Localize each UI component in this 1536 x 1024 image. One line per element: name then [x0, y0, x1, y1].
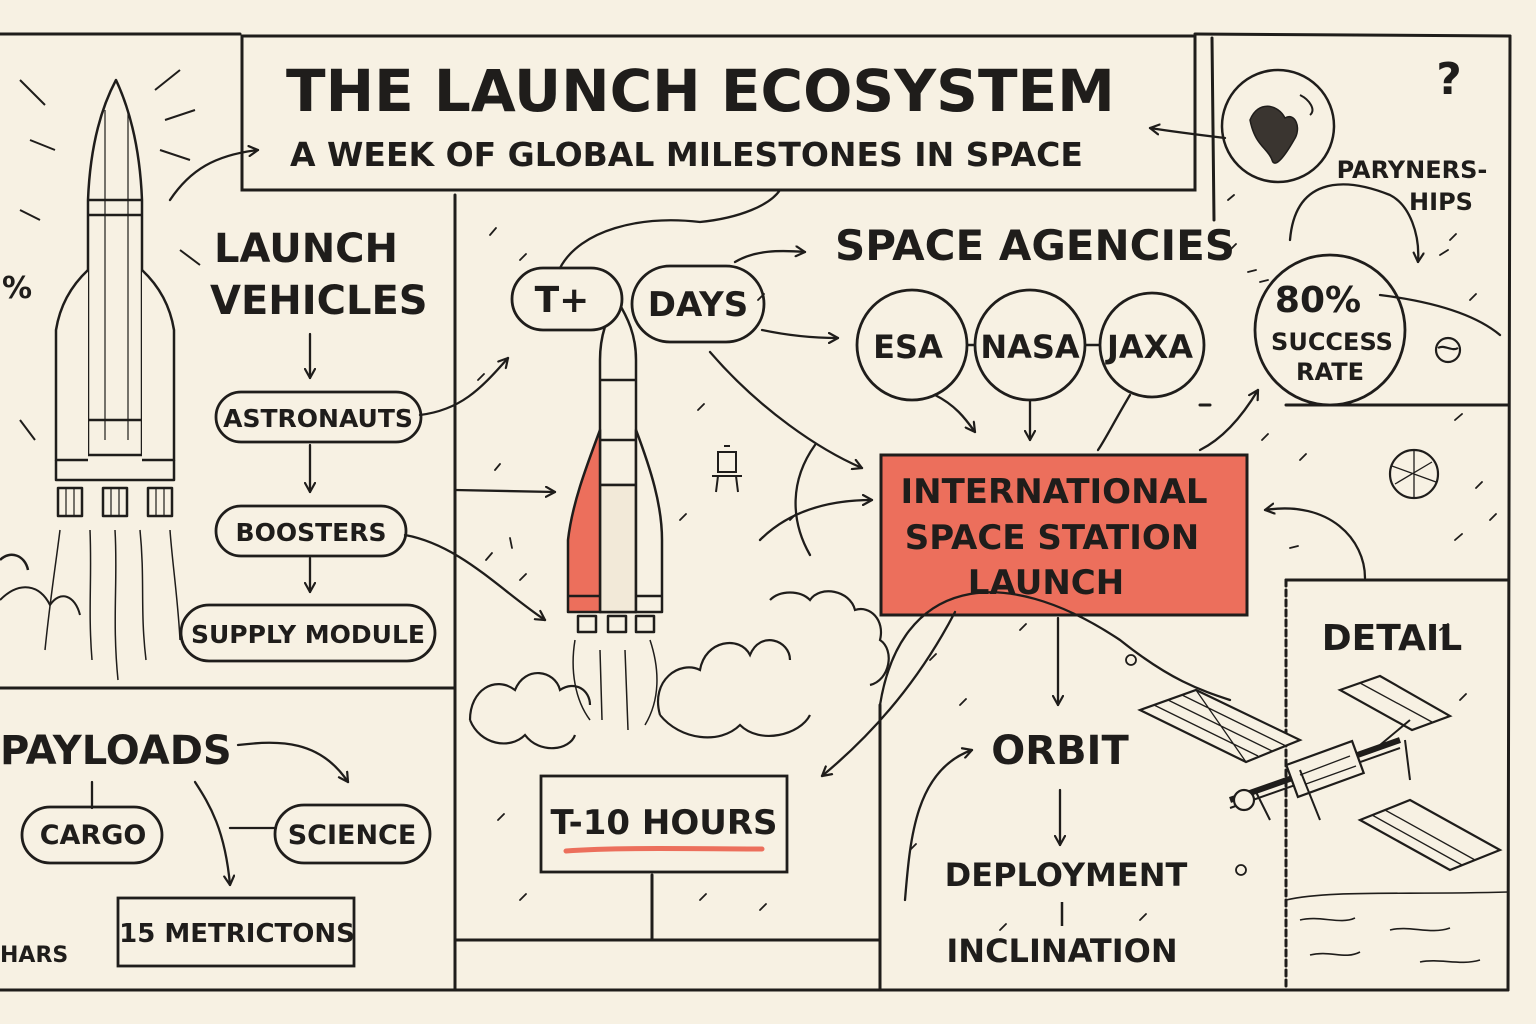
success-rate-node [1253, 253, 1407, 407]
lunar-surface [1285, 891, 1509, 964]
days-label: DAYS [648, 285, 748, 325]
t-plus-label: T+ [535, 280, 590, 321]
t-plus-node [510, 266, 624, 332]
space-agencies-section: SPACE AGENCIES ESA NASA JAXA [835, 221, 1235, 402]
tiny-astronaut-figure [712, 445, 742, 493]
payloads-section: PAYLOADS CARGO SCIENCE 15 METRICTONS HAR… [0, 728, 432, 968]
big-rocket-illustration [0, 69, 201, 681]
iss-launch-box [879, 453, 1249, 617]
title-block: THE LAUNCH ECOSYSTEM A WEEK OF GLOBAL MI… [286, 57, 1115, 174]
margin-mark: % [2, 271, 32, 306]
launch-vehicles-heading-line1: LAUNCH [214, 226, 398, 272]
countdown-label: T-10 HOURS [550, 803, 777, 843]
page-title: THE LAUNCH ECOSYSTEM [286, 57, 1115, 125]
success-rate-value: 80% [1275, 280, 1361, 321]
cargo-label: CARGO [40, 820, 147, 851]
success-rate-section: 80% SUCCESS RATE [1253, 253, 1407, 407]
mass-label: 15 METRICTONS [119, 919, 355, 949]
science-node [273, 803, 432, 865]
small-planets [1388, 336, 1462, 500]
payloads-heading: PAYLOADS [0, 728, 232, 774]
deployment-label: DEPLOYMENT [945, 856, 1188, 894]
partnerships-label-line1: PARYNERS- [1337, 156, 1488, 184]
timeline-rocket-illustration [566, 298, 664, 731]
iss-launch-line2: SPACE STATION [905, 518, 1200, 558]
orbit-section: ORBIT DEPLOYMENT INCLINATION [945, 728, 1188, 970]
payloads-edge-text: HARS [0, 943, 68, 968]
jaxa-label: JAXA [1105, 328, 1193, 366]
partnerships-label-line2: HIPS [1409, 188, 1473, 216]
esa-label: ESA [873, 328, 943, 366]
days-node [630, 264, 766, 344]
mass-box [116, 896, 356, 968]
globe-illustration [1220, 68, 1336, 184]
launch-vehicles-section: LAUNCH VEHICLES ASTRONAUTS BOOSTERS SUPP… [179, 226, 437, 663]
launch-vehicles-heading-line2: VEHICLES [210, 278, 428, 324]
detail-section: DETAIL [1322, 618, 1462, 659]
page-subtitle: A WEEK OF GLOBAL MILESTONES IN SPACE [290, 135, 1083, 174]
success-rate-label-line1: SUCCESS [1271, 328, 1393, 356]
partnerships-question-mark: ? [1436, 54, 1462, 105]
boosters-label: BOOSTERS [236, 518, 387, 547]
space-station-illustration [1137, 674, 1503, 872]
partnerships-section: ? PARYNERS- HIPS [1337, 54, 1488, 216]
iss-launch-line3: LAUNCH [968, 563, 1124, 603]
supply-module-label: SUPPLY MODULE [191, 620, 425, 649]
title-box [240, 34, 1197, 192]
connector-arrows [90, 128, 1502, 902]
iss-launch-line1: INTERNATIONAL [900, 472, 1207, 512]
inclination-label: INCLINATION [946, 932, 1177, 970]
supply-module-node [179, 603, 437, 663]
iss-launch-section: INTERNATIONAL SPACE STATION LAUNCH [879, 453, 1249, 617]
nasa-label: NASA [980, 328, 1080, 366]
science-label: SCIENCE [288, 820, 417, 851]
detail-heading: DETAIL [1322, 618, 1462, 659]
boosters-node [214, 504, 408, 558]
countdown-underline [563, 846, 765, 854]
countdown-box [539, 774, 789, 874]
launch-clouds [468, 590, 890, 750]
orbit-heading: ORBIT [991, 728, 1129, 774]
space-agencies-heading: SPACE AGENCIES [835, 221, 1235, 270]
timeline-section: T+ DAYS T-10 HOURS [510, 264, 789, 874]
astronauts-node [214, 390, 423, 444]
astronauts-label: ASTRONAUTS [223, 404, 413, 433]
success-rate-label-line2: RATE [1296, 358, 1364, 386]
